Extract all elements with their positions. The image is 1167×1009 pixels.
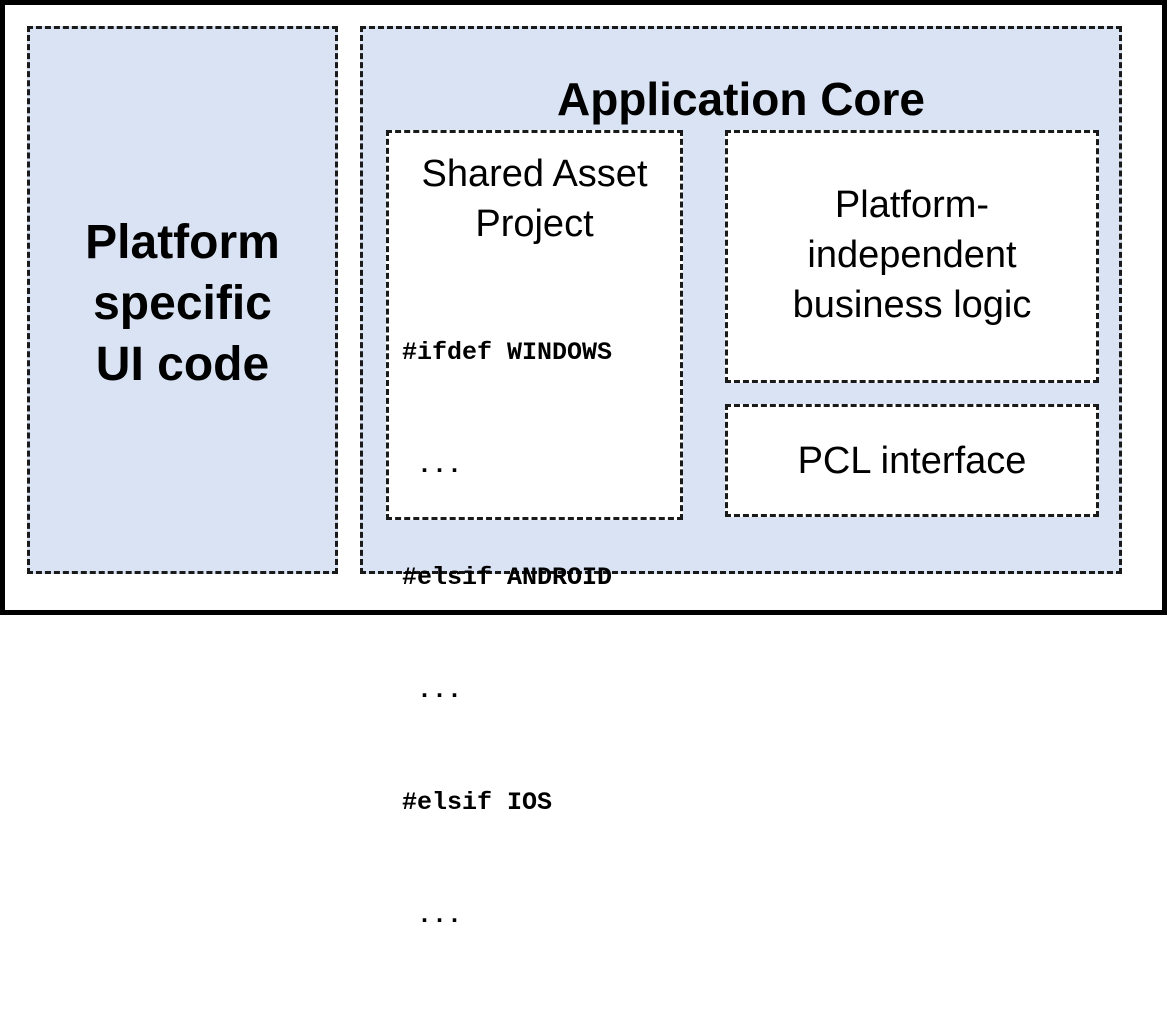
shared-title-line-1: Shared Asset	[421, 153, 648, 195]
code-line-ellipsis-2: ...	[402, 675, 463, 705]
code-line-ellipsis-1: ...	[402, 450, 463, 480]
pcl-interface-label: PCL interface	[797, 439, 1027, 482]
platform-label-line-3: UI code	[95, 337, 270, 391]
shared-title-line-2: Project	[475, 203, 594, 245]
platform-specific-ui-label: Platform specific UI code	[85, 212, 280, 395]
platform-specific-ui-panel: Platform specific UI code	[27, 26, 338, 574]
code-line-elsif-android: #elsif ANDROID	[402, 563, 613, 592]
business-logic-box: Platform- independent business logic	[725, 130, 1099, 383]
logic-line-1: Platform-	[834, 183, 990, 226]
platform-label-line-2: specific	[93, 276, 272, 330]
application-core-title: Application Core	[556, 73, 926, 125]
code-line-elsif-ios: #elsif IOS	[402, 788, 553, 817]
platform-label-line-1: Platform	[85, 215, 280, 269]
conditional-code-block: #ifdef WINDOWS ... #elsif ANDROID ... #e…	[402, 259, 612, 1009]
code-line-ellipsis-3: ...	[402, 900, 463, 930]
code-line-ifdef-windows: #ifdef WINDOWS	[402, 338, 613, 367]
logic-line-2: independent	[807, 233, 1017, 276]
logic-line-3: business logic	[792, 283, 1032, 326]
shared-asset-project-box: Shared Asset Project #ifdef WINDOWS ... …	[386, 130, 683, 930]
business-logic-label: Platform- independent business logic	[793, 180, 1032, 330]
shared-asset-project-title: Shared Asset Project	[389, 149, 680, 249]
pcl-interface-box: PCL interface	[725, 404, 1099, 517]
